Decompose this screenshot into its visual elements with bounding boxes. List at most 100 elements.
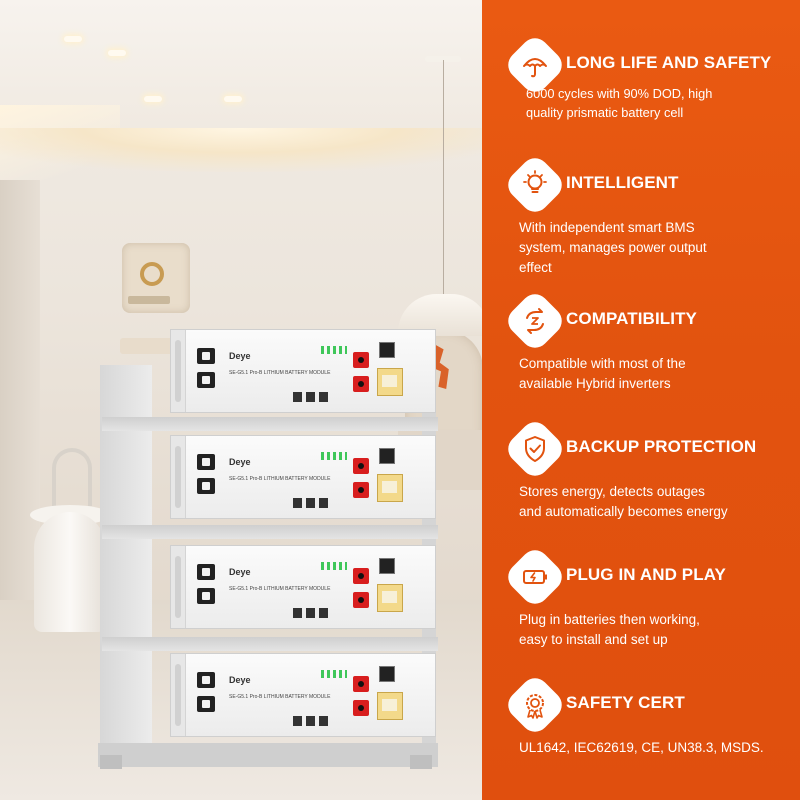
module-brand: Deye xyxy=(229,675,251,685)
feature-line: With independent smart BMS xyxy=(519,220,695,235)
breaker-icon xyxy=(377,692,403,720)
rack-foot xyxy=(100,755,122,769)
feature-title: BACKUP PROTECTION xyxy=(566,437,757,456)
feature-line: 6000 cycles with 90% DOD, high xyxy=(526,86,713,101)
rack-shelf xyxy=(102,637,438,651)
feature-line: available Hybrid inverters xyxy=(519,376,671,391)
feature-description: Compatible with most of the available Hy… xyxy=(519,354,795,394)
feature-title: LONG LIFE AND SAFETY xyxy=(566,53,772,72)
negative-terminal-icon xyxy=(353,592,369,608)
module-model-label: SE-G5.1 Pro-B LITHIUM BATTERY MODULE xyxy=(229,370,331,376)
module-model-label: SE-G5.1 Pro-B LITHIUM BATTERY MODULE xyxy=(229,476,331,482)
status-led-icon xyxy=(321,670,347,678)
display-icon xyxy=(379,448,395,464)
feature-line: quality prismatic battery cell xyxy=(526,105,684,120)
battery-rack: Deye SE-G5.1 Pro-B LITHIUM BATTERY MODUL… xyxy=(98,325,438,769)
downlight xyxy=(144,96,162,102)
power-switch-icon xyxy=(197,372,215,388)
ceiling-cove-light xyxy=(0,128,482,172)
breaker-icon xyxy=(377,584,403,612)
shield-check-icon xyxy=(525,436,545,462)
comm-port-icon xyxy=(293,716,329,726)
module-brand: Deye xyxy=(229,351,251,361)
pendant-canopy xyxy=(425,56,461,62)
module-handle xyxy=(175,446,181,508)
feature-description: Plug in batteries then working, easy to … xyxy=(519,610,795,650)
module-handle xyxy=(175,340,181,402)
breaker-icon xyxy=(377,368,403,396)
battery-module: Deye SE-G5.1 Pro-B LITHIUM BATTERY MODUL… xyxy=(170,329,436,413)
features-panel: LONG LIFE AND SAFETY 6000 cycles with 90… xyxy=(482,0,800,800)
display-icon xyxy=(379,342,395,358)
downlight xyxy=(64,36,82,42)
power-switch-icon xyxy=(197,588,215,604)
rack-base xyxy=(98,743,438,767)
status-led-icon xyxy=(321,346,347,354)
rack-foot xyxy=(410,755,432,769)
sync-icon xyxy=(526,308,544,334)
decor-books xyxy=(128,296,170,304)
positive-terminal-icon xyxy=(353,458,369,474)
power-switch-icon xyxy=(197,696,215,712)
feature-line: system, manages power output xyxy=(519,240,707,255)
positive-terminal-icon xyxy=(353,676,369,692)
positive-terminal-icon xyxy=(353,568,369,584)
comm-port-icon xyxy=(293,608,329,618)
award-badge-icon xyxy=(526,694,544,719)
feature-line: Plug in batteries then working, xyxy=(519,612,700,627)
feature-title: PLUG IN AND PLAY xyxy=(566,565,726,584)
lightbulb-icon xyxy=(523,170,547,193)
pendant-cord xyxy=(443,60,444,310)
feature-line: easy to install and set up xyxy=(519,632,668,647)
module-handle xyxy=(175,556,181,618)
display-icon xyxy=(379,558,395,574)
feature-line: Stores energy, detects outages xyxy=(519,484,705,499)
status-led-icon xyxy=(321,562,347,570)
module-model-label: SE-G5.1 Pro-B LITHIUM BATTERY MODULE xyxy=(229,694,331,700)
decor-ring xyxy=(140,262,164,286)
negative-terminal-icon xyxy=(353,482,369,498)
power-switch-icon xyxy=(197,478,215,494)
feature-title: COMPATIBILITY xyxy=(566,309,697,328)
battery-module: Deye SE-G5.1 Pro-B LITHIUM BATTERY MODUL… xyxy=(170,545,436,629)
product-photo-scene: Deye SE-G5.1 Pro-B LITHIUM BATTERY MODUL… xyxy=(0,0,482,800)
feature-line: effect xyxy=(519,260,552,275)
feature-description: Stores energy, detects outages and autom… xyxy=(519,482,795,522)
battery-module: Deye SE-G5.1 Pro-B LITHIUM BATTERY MODUL… xyxy=(170,435,436,519)
feature-line: and automatically becomes energy xyxy=(519,504,728,519)
power-switch-icon xyxy=(197,348,215,364)
round-table xyxy=(34,512,106,632)
feature-title: INTELLIGENT xyxy=(566,173,679,192)
positive-terminal-icon xyxy=(353,352,369,368)
faucet xyxy=(52,448,92,506)
module-brand: Deye xyxy=(229,457,251,467)
feature-description: With independent smart BMS system, manag… xyxy=(519,218,795,278)
power-switch-icon xyxy=(197,672,215,688)
power-switch-icon xyxy=(197,454,215,470)
negative-terminal-icon xyxy=(353,376,369,392)
comm-port-icon xyxy=(293,392,329,402)
rack-shelf xyxy=(102,525,438,539)
rack-shelf xyxy=(102,417,438,431)
wall-panel xyxy=(0,180,40,600)
module-model-label: SE-G5.1 Pro-B LITHIUM BATTERY MODULE xyxy=(229,586,331,592)
battery-icon xyxy=(523,570,547,584)
feature-line: Compatible with most of the xyxy=(519,356,686,371)
feature-description: UL1642, IEC62619, CE, UN38.3, MSDS. xyxy=(519,738,795,758)
module-brand: Deye xyxy=(229,567,251,577)
battery-module: Deye SE-G5.1 Pro-B LITHIUM BATTERY MODUL… xyxy=(170,653,436,737)
umbrella-icon xyxy=(523,58,547,78)
feature-title: SAFETY CERT xyxy=(566,693,685,712)
display-icon xyxy=(379,666,395,682)
negative-terminal-icon xyxy=(353,700,369,716)
feature-line: UL1642, IEC62619, CE, UN38.3, MSDS. xyxy=(519,740,764,755)
breaker-icon xyxy=(377,474,403,502)
downlight xyxy=(108,50,126,56)
module-handle xyxy=(175,664,181,726)
power-switch-icon xyxy=(197,564,215,580)
wall-shelf xyxy=(120,338,180,354)
status-led-icon xyxy=(321,452,347,460)
feature-description: 6000 cycles with 90% DOD, high quality p… xyxy=(526,84,800,122)
downlight xyxy=(224,96,242,102)
